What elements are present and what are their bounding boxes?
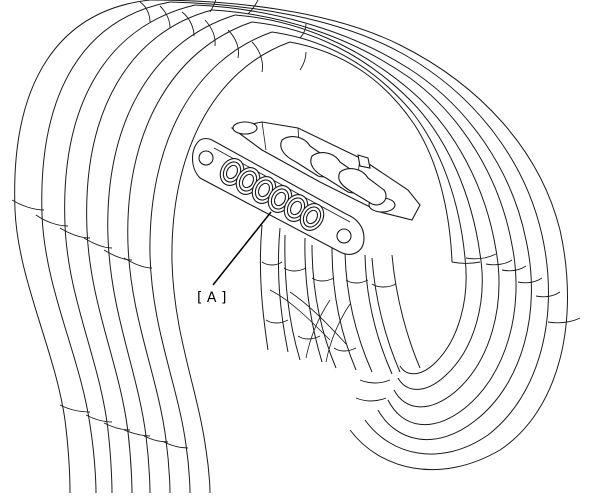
callout-a: [ A ] (197, 211, 272, 306)
mount-hole-right (336, 228, 352, 244)
cable-loop-5 (149, 0, 568, 471)
cable-loop-2 (64, 4, 196, 494)
cable-loop-6 (194, 4, 532, 441)
cable-loop-8 (271, 31, 467, 375)
right-cable-loops (149, 0, 581, 471)
cable-loop-1 (14, 0, 151, 494)
cable-loop-7 (234, 14, 500, 408)
harness-connector (191, 121, 421, 255)
left-cable-loops (11, 0, 291, 494)
mount-hole-left (198, 150, 214, 166)
cable-loop-3 (107, 14, 236, 494)
callout-a-leader (212, 211, 272, 286)
pin-sockets (219, 158, 325, 231)
cable-loop-4 (149, 31, 273, 494)
callout-a-label: [ A ] (197, 290, 226, 306)
connector-lead-wires (259, 224, 421, 375)
